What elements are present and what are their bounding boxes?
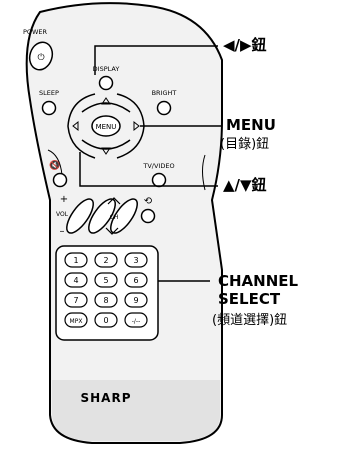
power-label: POWER	[23, 28, 48, 36]
bright-button[interactable]	[156, 100, 172, 116]
key-9-button[interactable]	[124, 292, 148, 308]
ch-rocker-right[interactable]	[106, 195, 142, 237]
power-button[interactable]	[26, 39, 56, 72]
tvvideo-label: TV/VIDEO	[142, 162, 174, 170]
flashback-icon: ⟲	[144, 196, 153, 207]
key-3-button[interactable]	[124, 252, 148, 268]
callout-channel-zh: (頻道選擇)鈕	[212, 313, 288, 328]
key-3-label: 3	[133, 256, 138, 265]
dpad-up-arc[interactable]	[81, 102, 131, 113]
key-4-button[interactable]	[64, 272, 88, 288]
leader-lr	[94, 45, 218, 75]
sleep-button[interactable]	[41, 100, 57, 116]
menu-button-label: MENU	[96, 123, 117, 131]
display-label: DISPLAY	[93, 65, 120, 73]
key-5-label: 5	[103, 276, 108, 285]
vol-minus-label: –	[60, 226, 65, 237]
sharp-logo: SHARP	[80, 391, 131, 405]
tvvideo-button[interactable]	[151, 172, 167, 188]
key-2-label: 2	[103, 256, 108, 265]
key-4-label: 4	[73, 276, 78, 285]
callout-channel-l1: CHANNEL	[218, 272, 299, 290]
callout-ud-button: ▲/▼鈕	[223, 176, 267, 194]
up-arrow-icon	[101, 97, 111, 105]
right-arrow-icon	[133, 120, 140, 132]
leader-ud	[79, 152, 218, 187]
key-0-button[interactable]	[94, 312, 118, 328]
bright-label: BRIGHT	[152, 89, 177, 97]
callout-menu-zh: (目錄)鈕	[220, 137, 270, 152]
menu-button[interactable]	[91, 115, 121, 137]
callout-channel-l2: SELECT	[218, 290, 281, 308]
dpad-down-arc[interactable]	[81, 139, 131, 150]
key-mpx-label: MPX	[70, 318, 83, 325]
dpad-left-bracket[interactable]	[67, 93, 96, 159]
down-arrow-icon	[101, 147, 111, 155]
flashback-button[interactable]	[140, 208, 156, 224]
callout-menu-en: MENU	[226, 116, 276, 134]
power-icon: ⏻	[37, 52, 44, 63]
remote-bottom-shade	[52, 380, 220, 441]
vol-label: VOL	[56, 211, 69, 218]
vol-plus-label: +	[60, 194, 68, 205]
mute-button[interactable]	[52, 172, 68, 188]
sleep-label: SLEEP	[39, 89, 59, 97]
ch-rocker-left[interactable]	[84, 195, 120, 237]
key-5-button[interactable]	[94, 272, 118, 288]
mute-icon: 🔇	[49, 159, 60, 171]
key-8-label: 8	[103, 296, 108, 305]
key-6-button[interactable]	[124, 272, 148, 288]
ch-label: CH	[110, 214, 119, 221]
vol-rocker[interactable]	[62, 195, 98, 237]
ch-up-icon	[107, 197, 121, 205]
key-7-label: 7	[73, 296, 78, 305]
key-dash-button[interactable]	[124, 312, 148, 328]
display-button[interactable]	[98, 75, 114, 91]
key-2-button[interactable]	[94, 252, 118, 268]
key-1-label: 1	[73, 256, 78, 265]
key-8-button[interactable]	[94, 292, 118, 308]
left-arrow-icon	[72, 120, 79, 132]
body-crease-left	[47, 149, 63, 176]
callout-lr-button: ◀/▶鈕	[223, 36, 267, 54]
ch-down-icon	[105, 227, 119, 235]
key-7-button[interactable]	[64, 292, 88, 308]
key-6-label: 6	[133, 276, 138, 285]
key-dash-label: -/--	[132, 318, 141, 325]
key-mpx-button[interactable]	[64, 312, 88, 328]
key-1-button[interactable]	[64, 252, 88, 268]
key-9-label: 9	[133, 296, 138, 305]
key-0-label: 0	[103, 316, 108, 325]
